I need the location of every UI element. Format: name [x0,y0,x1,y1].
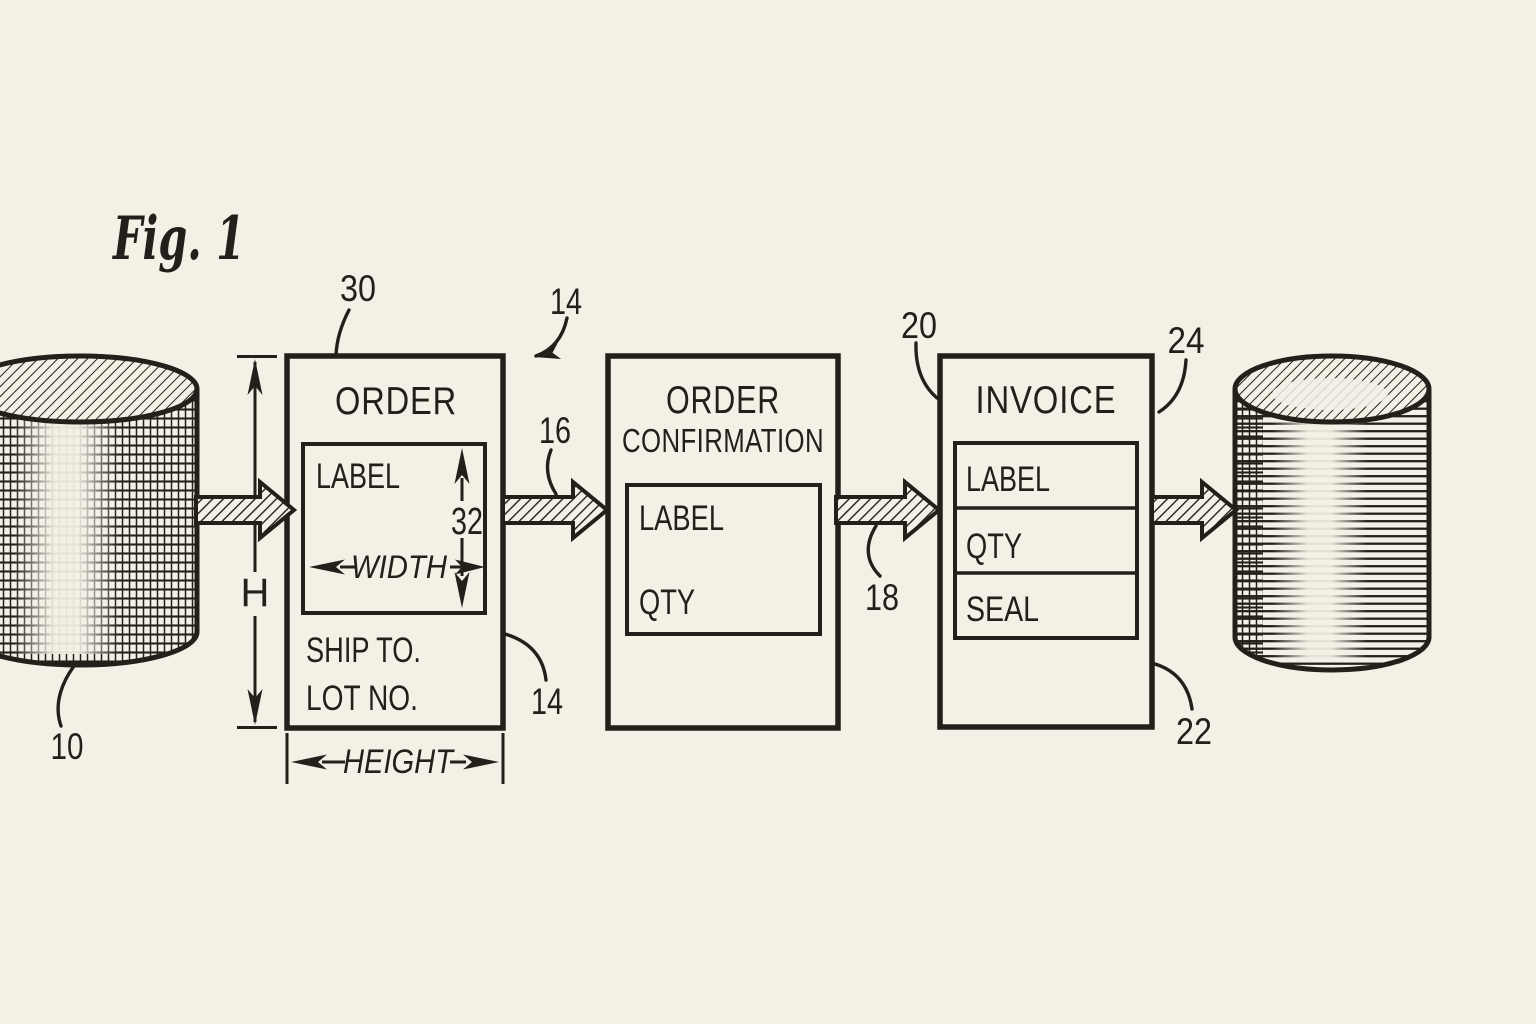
figure-label: Fig. 1 [112,204,245,274]
ref-20: 20 [901,305,937,346]
height-dimension [285,733,505,784]
confirmation-title-line1: ORDER [666,379,780,422]
invoice-table: LABEL QTY SEAL [953,441,1139,640]
confirmation-qty-field: QTY [639,583,695,622]
ref-10: 10 [51,726,84,767]
reference-numerals: 10 30 14 16 14 18 20 24 22 [51,268,1213,767]
order-confirmation-box: ORDER CONFIRMATION LABEL QTY [605,353,841,731]
leader-18 [866,524,882,578]
order-title: ORDER [335,380,457,423]
leader-24 [1157,358,1188,414]
invoice-title: INVOICE [976,379,1117,422]
order-box: ORDER LABEL 32 WIDTH SHIP TO. LOT NO. [284,353,506,731]
flow-arrow-order-to-confirmation [501,477,611,543]
dim-width [309,559,485,575]
h-dimension [237,355,277,729]
order-lot-no: LOT NO. [306,679,418,718]
cylinder-right [1232,353,1432,673]
ref-14-top: 14 [550,281,582,322]
leader-22 [1153,662,1194,711]
order-ship-to: SHIP TO. [306,631,421,670]
invoice-row-seal: SEAL [966,590,1039,629]
flow-arrow-store-to-order [194,477,298,543]
h-dimension-label: H [241,571,270,615]
leader-10 [56,664,76,728]
flow-arrow-invoice-to-store [1150,477,1240,543]
arrowhead-left-icon [291,754,327,770]
leader-16 [545,448,558,496]
invoice-row-qty: QTY [966,527,1022,566]
confirmation-title-line2: CONFIRMATION [622,422,824,459]
ref-22: 22 [1176,711,1212,752]
leader-30 [334,308,351,357]
dim-32-label: 32 [451,501,483,543]
confirmation-label-field: LABEL [639,499,724,538]
flow-arrows [194,477,1240,543]
leader-20 [914,341,939,400]
leader-14-bottom [503,632,548,682]
arrowhead-right-icon [463,754,499,770]
arrowhead-down-icon [247,689,263,725]
invoice-row-label: LABEL [966,460,1050,499]
order-label-field: LABEL [316,457,400,496]
order-label-box [301,442,487,615]
invoice-box: INVOICE LABEL QTY SEAL [937,353,1155,730]
arrowhead-up-icon [247,359,263,395]
leader-14-arrowhead-icon [534,343,562,359]
ref-30: 30 [340,268,376,309]
ref-24: 24 [1168,320,1205,361]
ref-18: 18 [865,577,899,618]
cylinder-left [0,353,200,668]
ref-16: 16 [539,410,571,451]
height-dimension-label: HEIGHT [343,743,455,781]
ref-14-bottom: 14 [531,681,563,722]
dim-width-label: WIDTH [351,549,448,585]
flow-arrow-confirmation-to-invoice [834,477,943,543]
confirmation-label-box [625,483,822,636]
